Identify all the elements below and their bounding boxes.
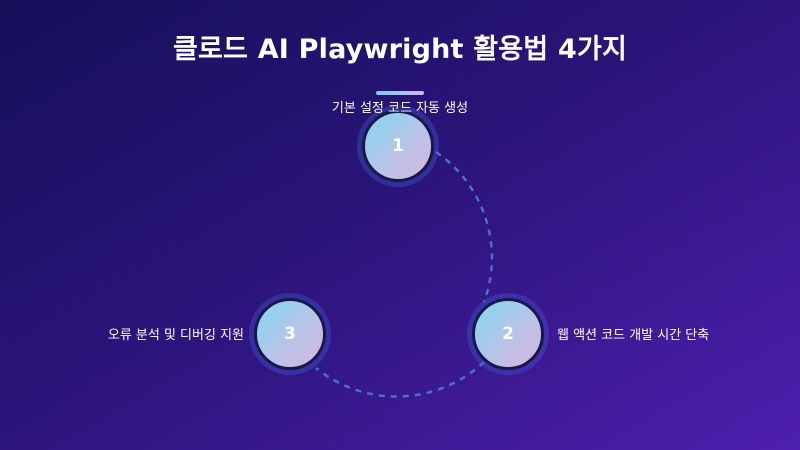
step-label-1: 기본 설정 코드 자동 생성 <box>331 101 469 116</box>
connector-arc-2-3 <box>315 361 485 398</box>
step-number-3: 3 <box>284 324 296 344</box>
step-number-1: 1 <box>392 136 404 156</box>
step-node-2: 2 <box>472 298 544 370</box>
step-node-3: 3 <box>254 298 326 370</box>
connector-arc-1-2 <box>435 150 494 303</box>
step-label-2: 웹 액션 코드 개발 시간 단축 <box>557 328 710 343</box>
title-accent-bar <box>376 91 424 95</box>
page-title: 클로드 AI Playwright 활용법 4가지 <box>172 34 628 65</box>
step-number-2: 2 <box>502 324 514 344</box>
step-label-3: 오류 분석 및 디버깅 지원 <box>107 328 244 343</box>
step-node-1: 1 <box>362 110 434 182</box>
